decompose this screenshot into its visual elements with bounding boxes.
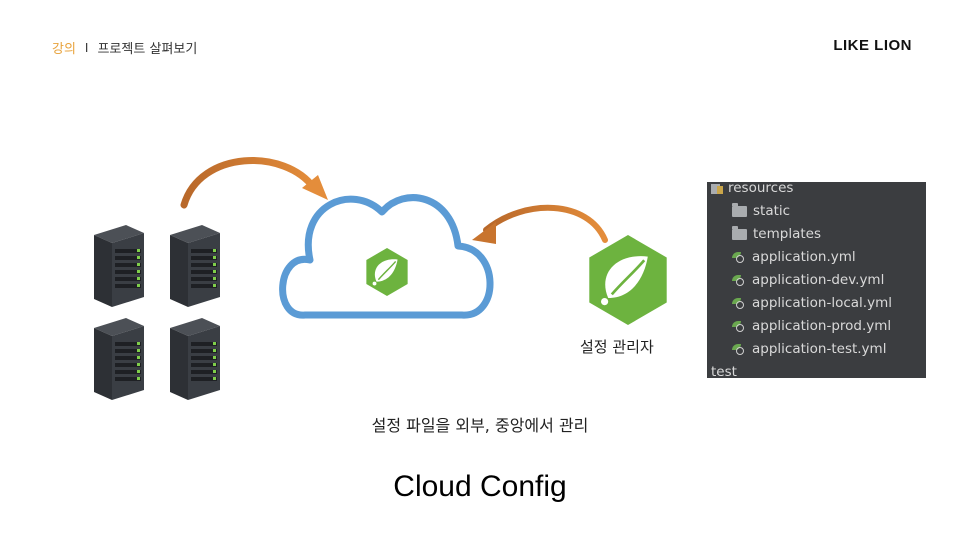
server-rack-icon [94, 225, 144, 307]
slide-title: Cloud Config [393, 470, 567, 503]
server-rack-icon [94, 318, 144, 400]
yml-file-icon [732, 342, 746, 356]
tree-item-templates[interactable]: templates [732, 224, 821, 244]
tree-item-application-local-yml[interactable]: application-local.yml [732, 293, 892, 313]
diagram-caption: 설정 파일을 외부, 중앙에서 관리 [371, 416, 589, 435]
tree-item-label: test [711, 364, 737, 378]
tree-item-application-test-yml[interactable]: application-test.yml [732, 339, 886, 359]
tree-item-label: application-prod.yml [752, 318, 892, 334]
curved-arrow-icon [180, 157, 328, 209]
curved-arrow-icon [472, 204, 608, 244]
server-rack-icon [170, 318, 220, 400]
tree-item-test[interactable]: test [711, 362, 737, 378]
tree-item-resources[interactable]: resources [711, 182, 793, 198]
yml-file-icon [732, 319, 746, 333]
brand-logo: LIKE LION [833, 37, 912, 54]
tree-item-label: application-local.yml [752, 295, 892, 311]
tree-item-label: application-dev.yml [752, 272, 885, 288]
yml-file-icon [732, 250, 746, 264]
tree-item-label: static [753, 203, 791, 219]
breadcrumb-title: 프로젝트 살펴보기 [97, 42, 198, 57]
breadcrumb: 강의 I 프로젝트 살펴보기 [52, 38, 198, 58]
tree-item-label: application-test.yml [752, 341, 887, 357]
project-file-tree: resources static templates application.y… [707, 182, 926, 378]
tree-item-label: resources [728, 182, 794, 196]
folder-icon [732, 202, 747, 217]
folder-icon [732, 225, 747, 240]
tree-item-application-yml[interactable]: application.yml [732, 247, 856, 267]
resources-folder-icon [711, 182, 723, 194]
config-manager-label: 설정 관리자 [580, 338, 654, 356]
tree-item-application-dev-yml[interactable]: application-dev.yml [732, 270, 884, 290]
tree-item-label: templates [753, 226, 821, 242]
tree-item-label: application.yml [752, 249, 856, 265]
yml-file-icon [732, 296, 746, 310]
server-rack-icon [170, 225, 220, 307]
breadcrumb-separator: I [84, 40, 89, 55]
breadcrumb-category: 강의 [52, 42, 76, 57]
yml-file-icon [732, 273, 746, 287]
tree-item-static[interactable]: static [732, 201, 790, 221]
tree-item-application-prod-yml[interactable]: application-prod.yml [732, 316, 891, 336]
spring-logo-icon [587, 233, 669, 327]
